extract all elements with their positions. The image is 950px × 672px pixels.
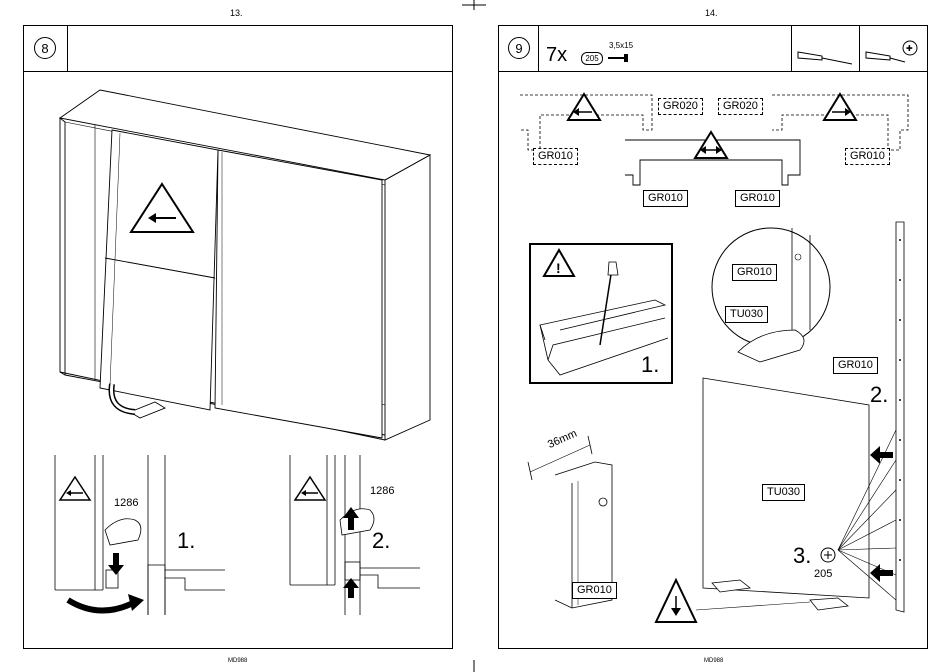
label-gr010-bottom: GR010 <box>572 582 617 599</box>
model-code-right: MD988 <box>704 658 723 664</box>
